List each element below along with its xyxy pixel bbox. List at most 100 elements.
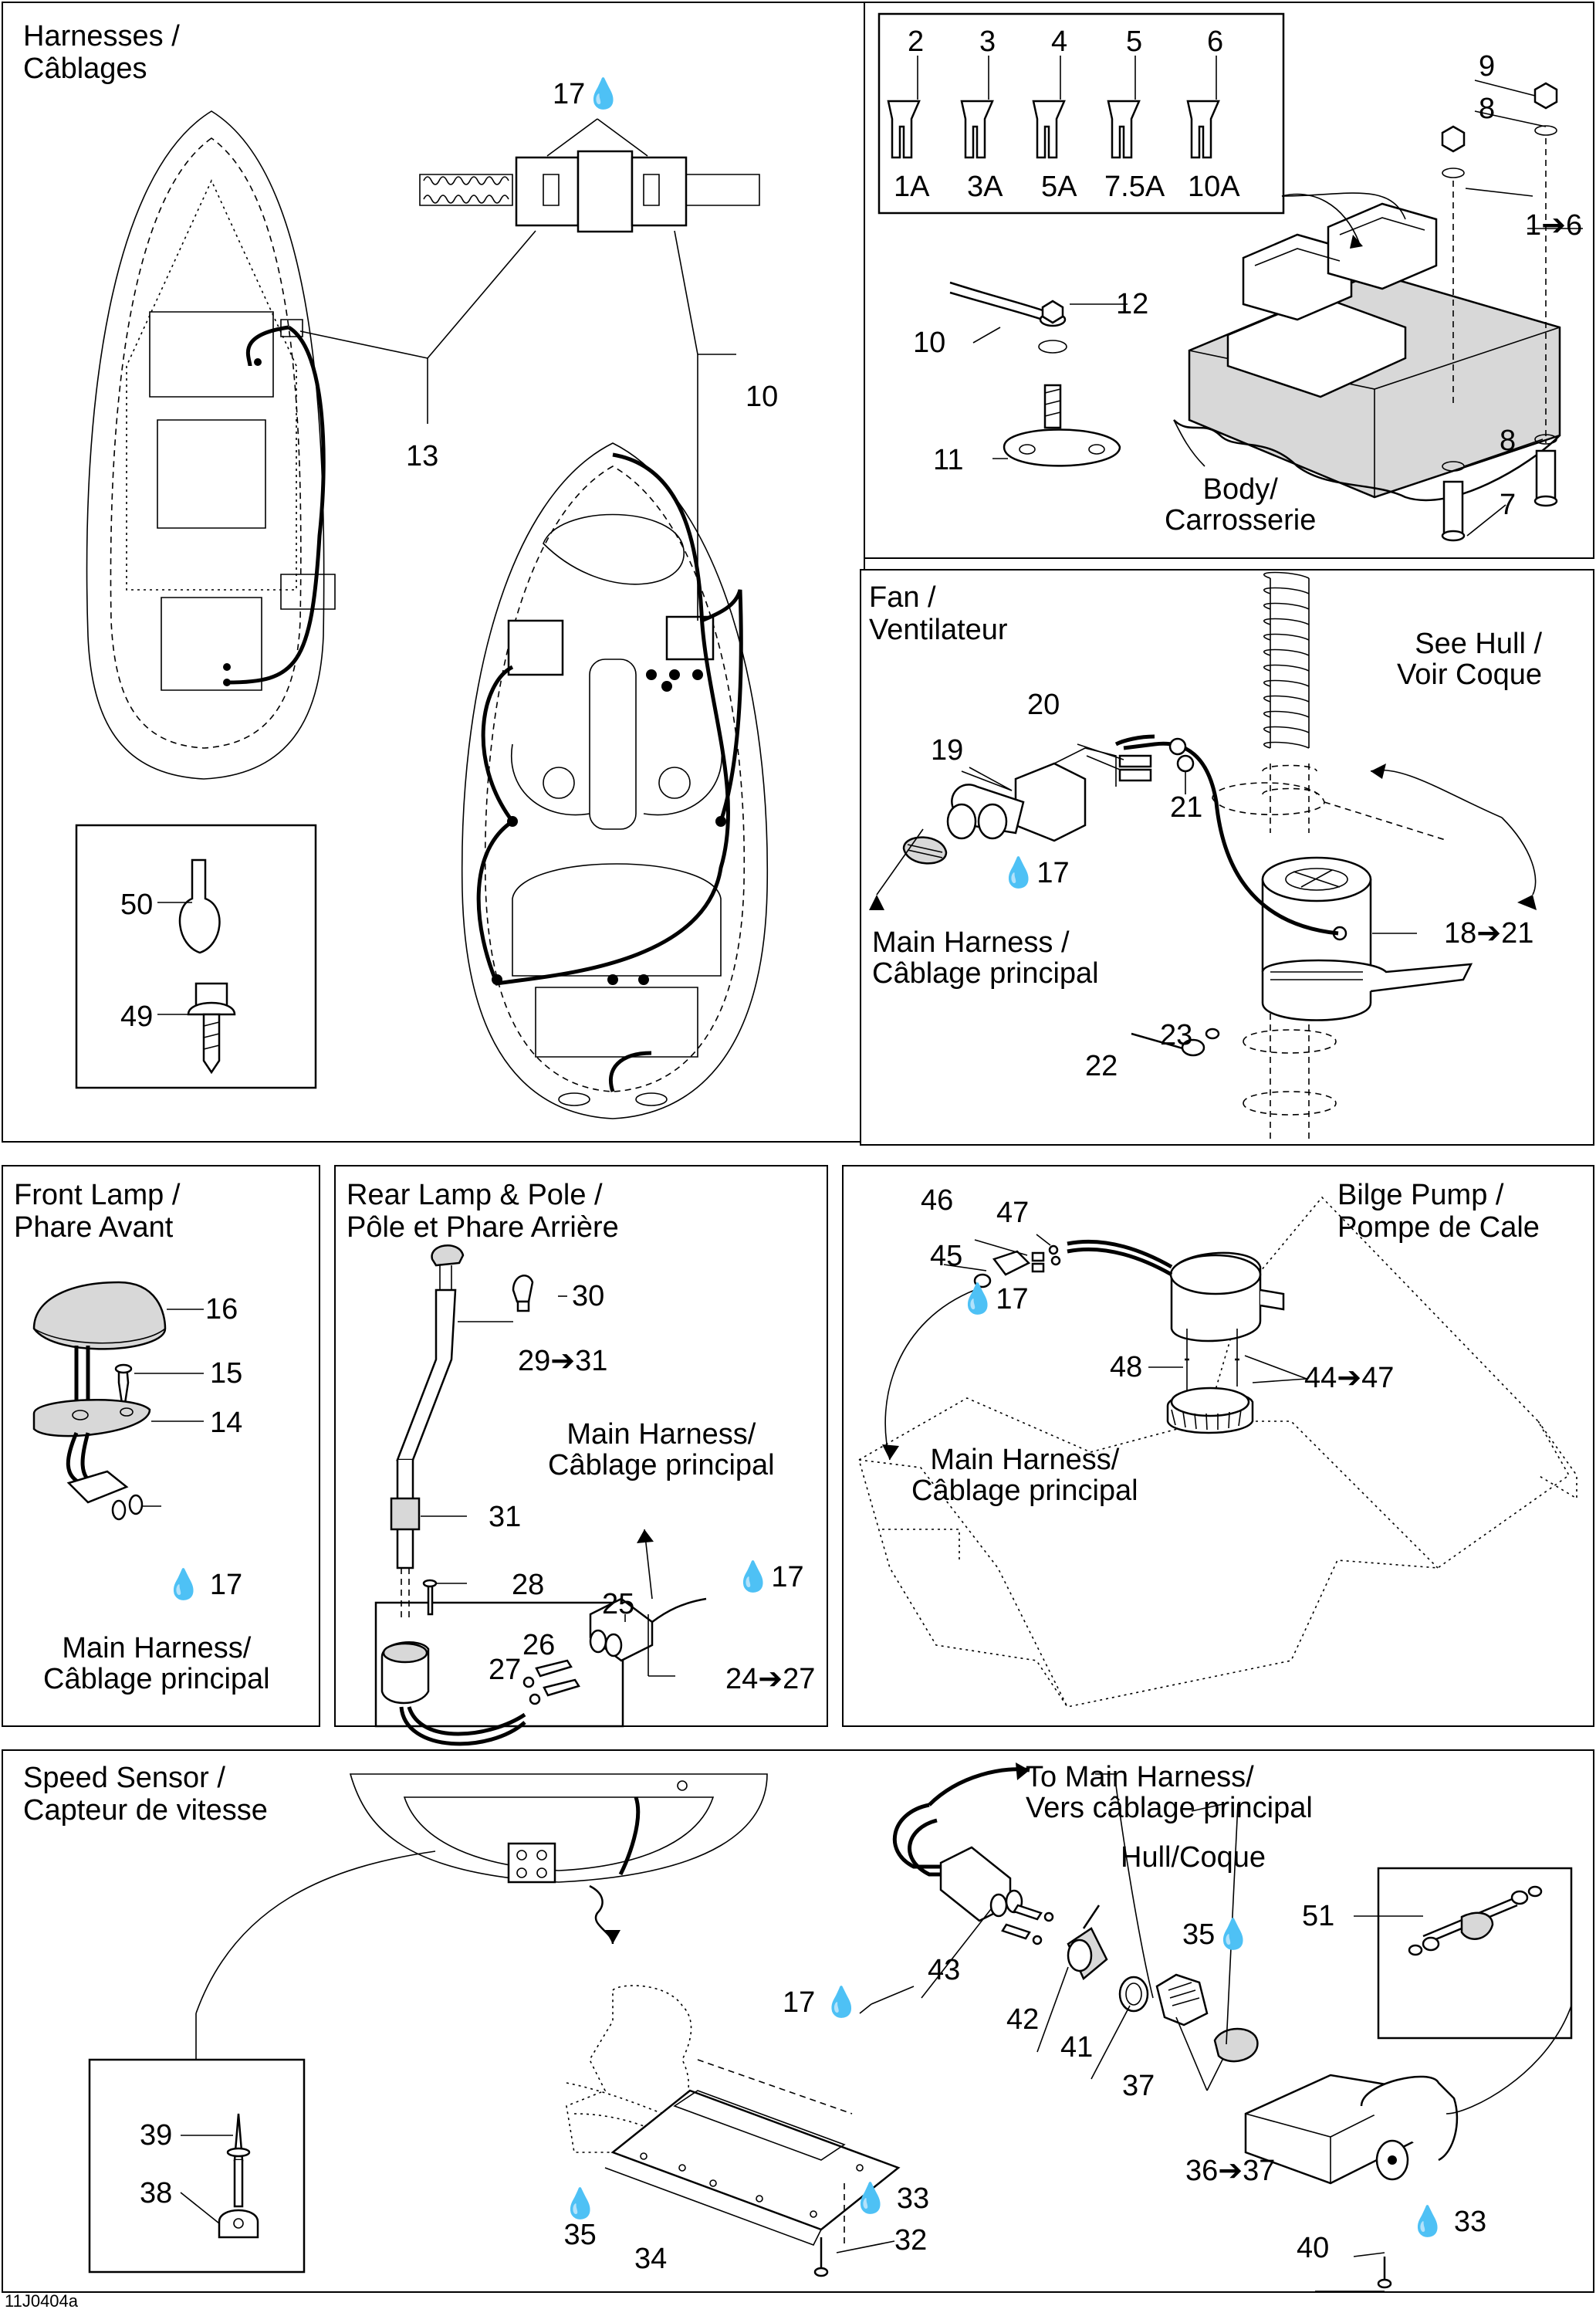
see-hull-label: See Hull / Voir Coque: [1397, 628, 1543, 691]
label-29-to-31: 29➔31: [518, 1345, 608, 1377]
hull-top-view-right: [462, 443, 768, 1119]
label-19: 19: [931, 734, 964, 767]
label-31: 31: [489, 1501, 522, 1533]
label-8-bottom: 8: [1500, 425, 1517, 457]
label-17: 💧17: [1000, 857, 1070, 889]
label-17: 17💧: [553, 78, 622, 110]
fan-panel: Fan / Ventilateur: [860, 569, 1594, 1146]
grease-drop-icon: 💧: [735, 1561, 772, 1593]
label-38: 38: [140, 2177, 173, 2209]
bilge-pump-title: Bilge Pump / Pompe de Cale: [1337, 1179, 1540, 1244]
label-14: 14: [210, 1407, 243, 1439]
label-17: 17 💧: [783, 1986, 861, 2019]
label-46: 46: [921, 1184, 954, 1217]
grease-drop-icon: 💧: [1409, 2206, 1446, 2238]
label-10: 10: [913, 327, 946, 359]
harnesses-drawing: [3, 3, 867, 1144]
clip-and-screw: [219, 2114, 258, 2237]
fuse-rating-5a: 5A: [1041, 171, 1077, 203]
label-39: 39: [140, 2119, 173, 2152]
label-20: 20: [1027, 689, 1060, 721]
plastic-screw-icon: [157, 984, 235, 1072]
front-lamp-drawing: [3, 1166, 322, 1729]
label-7: 7: [1500, 489, 1517, 521]
label-25: 25: [602, 1588, 635, 1620]
grease-drop-icon: 💧: [585, 78, 622, 110]
label-49: 49: [120, 1001, 154, 1033]
fuse-rating-3a: 3A: [967, 171, 1003, 203]
label-35-top: 35💧: [1182, 1918, 1252, 1951]
front-lamp-title: Front Lamp / Phare Avant: [14, 1179, 181, 1244]
label-45: 45: [930, 1240, 963, 1272]
label-24-to-27: 24➔27: [725, 1663, 816, 1695]
fuse-number-2: 2: [908, 25, 925, 58]
stern-view: [350, 1774, 767, 1944]
rear-lamp-drawing: [336, 1166, 830, 1729]
label-48: 48: [1110, 1351, 1143, 1383]
grease-drop-icon: 💧: [852, 2182, 889, 2215]
label-33-bottom: 💧 33: [852, 2182, 930, 2215]
grease-drop-icon: 💧: [562, 2188, 599, 2220]
label-15: 15: [210, 1357, 243, 1390]
label-50: 50: [120, 889, 154, 921]
fuse-number-4: 4: [1051, 25, 1068, 58]
hull-patch: [566, 1986, 898, 2245]
label-51: 51: [1302, 1900, 1335, 1932]
label-10: 10: [746, 381, 779, 413]
fan-title: Fan / Ventilateur: [869, 581, 1008, 646]
to-main-harness-label: To Main Harness/ Vers câblage principal: [1026, 1761, 1313, 1824]
fuse-icons: [888, 56, 1219, 157]
main-harness-label: Main Harness/ Câblage principal: [43, 1632, 270, 1695]
connector-illustration: [420, 119, 759, 232]
fuse-number-3: 3: [979, 25, 996, 58]
vent-hose: [1243, 573, 1336, 1143]
rear-connector: [524, 1599, 706, 1704]
rear-lamp-panel: Rear Lamp & Pole / Pôle et Phare Arrière: [334, 1165, 828, 1727]
main-harness-label: Main Harness / Câblage principal: [872, 926, 1099, 990]
label-21: 21: [1170, 791, 1203, 824]
label-26: 26: [522, 1629, 556, 1661]
label-8-top: 8: [1479, 93, 1496, 125]
label-47: 47: [996, 1197, 1030, 1229]
main-harness-label: Main Harness/ Câblage principal: [911, 1444, 1138, 1507]
label-9: 9: [1479, 50, 1496, 83]
fuses-panel: 2 3 4 5 6 1A 3A 5A 7.5A 10A 9 8 1➔6 12 1…: [864, 2, 1594, 559]
hull-top-view-left: [87, 111, 335, 779]
hull-label: Hull/Coque: [1121, 1841, 1266, 1874]
cable-tie-icon: [157, 860, 219, 953]
speed-sensor-panel: Speed Sensor / Capteur de vitesse: [2, 1749, 1594, 2293]
label-17: 💧 17: [165, 1569, 243, 1601]
label-36-to-37: 36➔37: [1185, 2155, 1276, 2187]
grease-drop-icon: 💧: [823, 1986, 861, 2019]
bilge-pump-illustration: [975, 1241, 1283, 1433]
grease-drop-icon: 💧: [1000, 857, 1037, 889]
fuse-number-6: 6: [1207, 25, 1224, 58]
grease-drop-icon: 💧: [959, 1283, 996, 1315]
lamp-socket: [376, 1580, 623, 1744]
label-1-to-6: 1➔6: [1525, 209, 1583, 242]
label-30: 30: [572, 1280, 605, 1312]
label-32: 32: [894, 2224, 928, 2257]
label-35-bottom: 💧 35: [562, 2188, 599, 2251]
label-40: 40: [1297, 2232, 1330, 2264]
bilge-pump-drawing: [844, 1166, 1596, 1729]
figure-code: 11J0404a: [5, 2291, 79, 2311]
label-33-right: 💧 33: [1409, 2206, 1487, 2238]
label-42: 42: [1006, 2003, 1040, 2036]
main-harness-label: Main Harness/ Câblage principal: [548, 1418, 775, 1481]
label-34: 34: [634, 2243, 668, 2275]
fuse-number-5: 5: [1126, 25, 1143, 58]
fan-connector: [904, 739, 1193, 863]
ground-stud: [950, 283, 1128, 466]
label-18-to-21: 18➔21: [1444, 917, 1534, 950]
label-27: 27: [489, 1654, 522, 1686]
label-11: 11: [933, 444, 964, 476]
screws-washers: [1442, 80, 1557, 540]
fuse-rating-7-5a: 7.5A: [1104, 171, 1165, 203]
fan-motor: [1263, 858, 1471, 1021]
label-23: 23: [1160, 1019, 1193, 1051]
fuse-rating-1a: 1A: [894, 171, 930, 203]
body-label: Body/ Carrosserie: [1165, 473, 1317, 537]
label-17: 💧17: [959, 1283, 1029, 1315]
fuse-box-illustration: [1174, 193, 1560, 500]
